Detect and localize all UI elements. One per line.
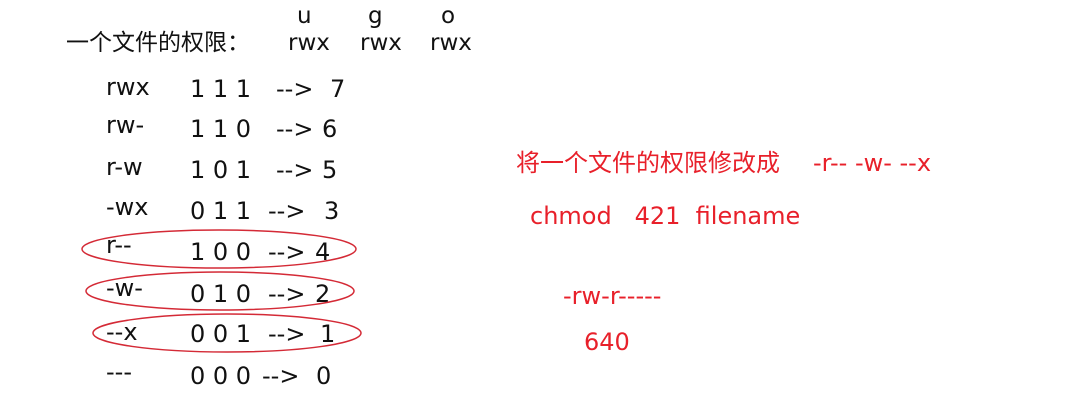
row-arrow: --> xyxy=(276,75,314,103)
row-perm: rwx xyxy=(106,73,150,101)
row-perm: -wx xyxy=(106,193,149,221)
row-value: 4 xyxy=(315,238,331,266)
row-value: 6 xyxy=(322,115,338,143)
row-arrow: --> xyxy=(268,197,306,225)
row-arrow: --> xyxy=(276,115,314,143)
row-value: 7 xyxy=(330,75,346,103)
row-value: 5 xyxy=(322,156,338,184)
row-arrow: --> xyxy=(268,320,306,348)
highlight-ellipse-x xyxy=(92,313,362,353)
row-bits: 1 0 0 xyxy=(190,238,252,266)
row-bits: 0 0 0 xyxy=(190,362,252,390)
row-bits: 0 1 1 xyxy=(190,197,252,225)
group-perm-o: rwx xyxy=(430,30,472,56)
row-bits: 1 0 1 xyxy=(190,156,252,184)
header-title: 一个文件的权限： xyxy=(66,30,250,56)
chmod-command: chmod 421 filename xyxy=(530,202,801,230)
row-arrow: --> xyxy=(268,280,306,308)
group-letter-u: u xyxy=(297,3,312,29)
row-arrow: --> xyxy=(268,238,306,266)
row-value: 0 xyxy=(316,362,332,390)
group-letter-g: g xyxy=(368,3,383,29)
task-text: 将一个文件的权限修改成 xyxy=(516,149,780,177)
example-value: 640 xyxy=(584,328,630,356)
row-perm: --- xyxy=(106,358,132,386)
highlight-ellipse-r xyxy=(81,229,357,269)
row-perm: r-w xyxy=(106,153,143,181)
row-value: 3 xyxy=(324,197,340,225)
row-bits: 0 1 0 xyxy=(190,280,252,308)
group-perm-u: rwx xyxy=(288,30,330,56)
row-bits: 1 1 1 xyxy=(190,75,252,103)
row-value: 1 xyxy=(320,320,336,348)
row-bits: 0 0 1 xyxy=(190,320,252,348)
row-perm: rw- xyxy=(106,111,145,139)
example-perm: -rw-r----- xyxy=(563,282,662,310)
highlight-ellipse-w xyxy=(85,271,355,311)
group-letter-o: o xyxy=(441,3,456,29)
group-perm-g: rwx xyxy=(360,30,402,56)
row-value: 2 xyxy=(315,280,331,308)
row-bits: 1 1 0 xyxy=(190,115,252,143)
row-arrow: --> xyxy=(262,362,300,390)
row-arrow: --> xyxy=(276,156,314,184)
target-perm: -r-- -w- --x xyxy=(813,149,932,177)
